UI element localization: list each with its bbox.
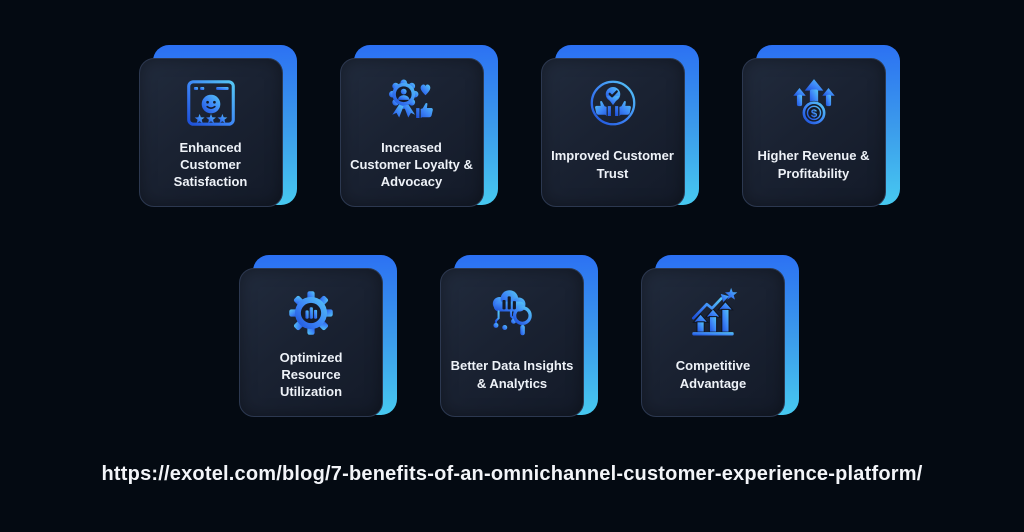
card-surface: Competitive Advantage [641,268,785,417]
card-surface: Optimized Resource Utilization [239,268,383,417]
card-label: Competitive Advantage [675,358,751,391]
card-surface: Better Data Insights & Analytics [440,268,584,417]
browser-smiley-stars-icon [182,73,240,133]
source-url-text: https://exotel.com/blog/7-benefits-of-an… [101,463,923,485]
card-improved-customer-trust: Improved Customer Trust [540,45,699,207]
card-surface: Increased Customer Loyalty & Advocacy [339,58,484,207]
card-optimized-resource-utilization: Optimized Resource Utilization [239,255,397,417]
arrows-up-coin-icon: $ [785,73,843,133]
card-higher-revenue-profitability: $ Higher Revenue & Profitability [741,45,900,207]
benefits-row-top: Enhanced Customer Satisfaction [0,45,1024,207]
card-surface: Improved Customer Trust [540,58,685,207]
card-label: Increased Customer Loyalty & Advocacy [350,139,473,190]
card-label: Optimized Resource Utilization [279,349,343,400]
card-label: Improved Customer Trust [551,148,674,181]
card-better-data-insights-analytics: Better Data Insights & Analytics [440,255,598,417]
card-surface: $ Higher Revenue & Profitability [741,58,886,207]
card-surface: Enhanced Customer Satisfaction [138,58,283,207]
cloud-analytics-magnifier-icon [483,283,541,343]
trust-check-thumbs-icon [584,73,642,133]
card-label: Higher Revenue & Profitability [757,148,870,181]
benefits-row-bottom: Optimized Resource Utilization [0,255,1024,417]
growth-arrows-star-icon [684,283,742,343]
card-competitive-advantage: Competitive Advantage [641,255,799,417]
svg-text:$: $ [810,108,817,120]
card-increased-customer-loyalty-advocacy: Increased Customer Loyalty & Advocacy [339,45,498,207]
badge-heart-thumbs-icon [383,73,441,133]
gear-chart-icon [282,283,340,343]
card-label: Better Data Insights & Analytics [450,358,574,391]
card-label: Enhanced Customer Satisfaction [173,139,248,190]
card-enhanced-customer-satisfaction: Enhanced Customer Satisfaction [138,45,297,207]
